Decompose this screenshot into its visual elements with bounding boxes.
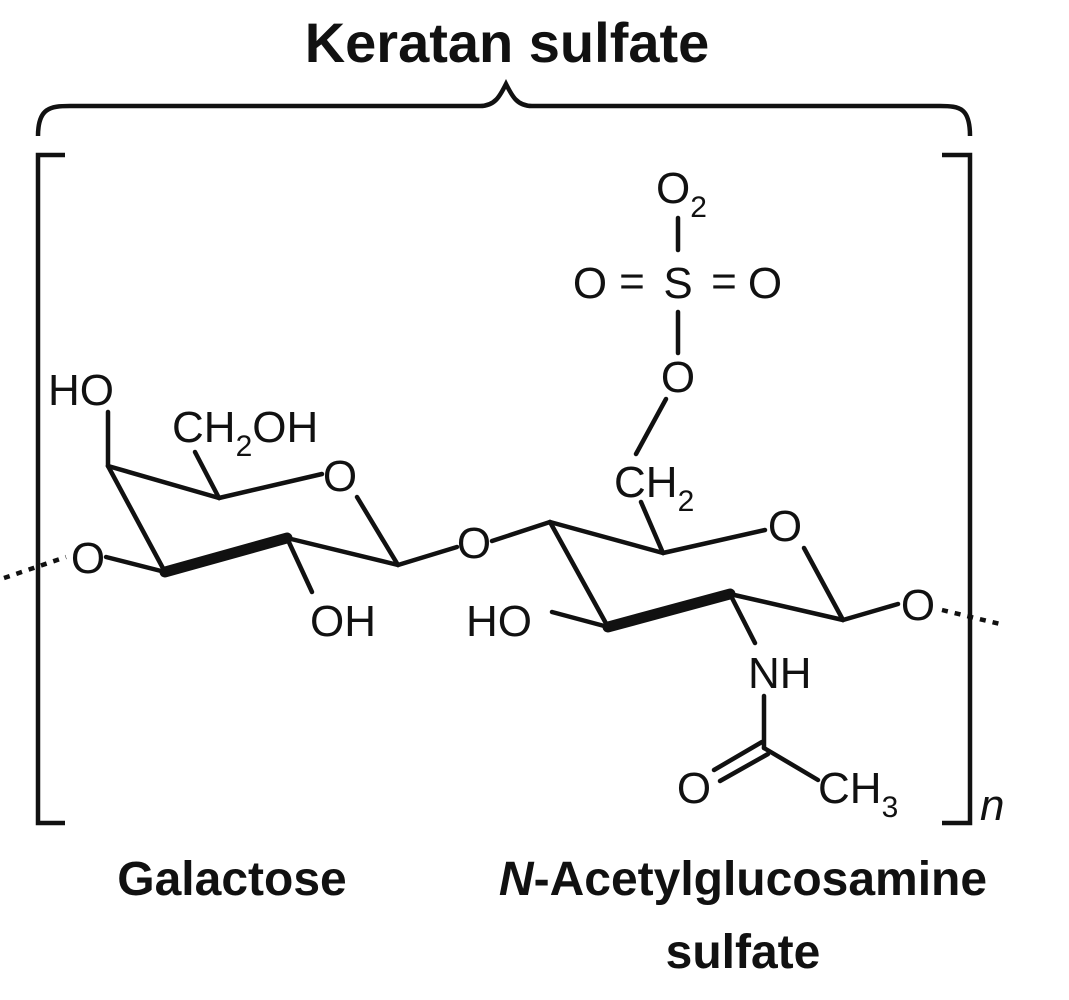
galactose-ring-o: O [323, 452, 357, 501]
glcnac-nh: NH [748, 649, 812, 698]
chain-right-dots [941, 607, 1001, 627]
glcnac-ho-left: HO [466, 597, 532, 646]
right-bracket [942, 152, 973, 826]
glcnac-carbonyl-o: O [677, 764, 711, 813]
sulfate-s: S [663, 259, 692, 308]
caption-sulfate: sulfate [666, 926, 821, 979]
sulfate-o2: O2 [656, 164, 707, 224]
left-bracket [35, 152, 65, 826]
glcnac-ch3: CH3 [818, 764, 898, 824]
galactose-o-left: O [71, 534, 105, 583]
top-brace [35, 78, 973, 137]
title: Keratan sulfate [305, 11, 710, 74]
sulfate-double-bond-right: = [711, 257, 737, 306]
sulfate-double-bond-left: = [619, 257, 645, 306]
glcnac-ring-o: O [768, 502, 802, 551]
caption-nacetylglucosamine: N-Acetylglucosamine [499, 853, 987, 906]
galactose-ch2oh: CH2OH [172, 403, 318, 463]
repeat-n: n [980, 781, 1004, 830]
caption-galactose: Galactose [117, 853, 346, 906]
galactose-ho-top: HO [48, 366, 114, 415]
galactose-ring [103, 409, 460, 595]
sulfate-o-bottom: O [661, 353, 695, 402]
glcnac-ch2: CH2 [614, 458, 694, 518]
sulfate-o-left: O [573, 259, 607, 308]
chain-left-dots [3, 554, 67, 581]
galactose-oh-bottom: OH [310, 597, 376, 646]
sulfate-o-right: O [748, 259, 782, 308]
glcnac-o-right: O [901, 581, 935, 630]
linkage-o: O [457, 519, 491, 568]
glcnac-ring [489, 215, 901, 784]
